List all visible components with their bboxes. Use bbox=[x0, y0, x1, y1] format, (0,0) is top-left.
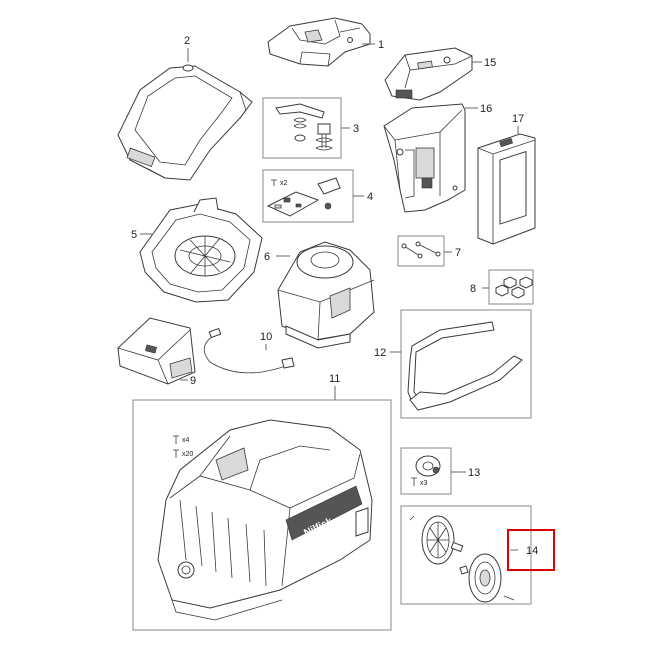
part-11-main-body[interactable]: 11 x4 x20 Nilfisk bbox=[132, 373, 392, 631]
part-13-screw-qty: x3 bbox=[420, 480, 428, 487]
part-label-16: 16 bbox=[480, 103, 492, 115]
part-1-handle-cover[interactable]: 1 bbox=[267, 17, 384, 67]
part-label-1: 1 bbox=[378, 39, 384, 51]
part-10-power-cable[interactable]: 10 bbox=[203, 327, 295, 374]
part-label-6: 6 bbox=[264, 251, 270, 263]
part-label-5: 5 bbox=[131, 229, 137, 241]
part-3-switch-assembly[interactable]: 3 bbox=[262, 97, 359, 159]
part-label-10: 10 bbox=[260, 331, 272, 343]
part-12-bumpers[interactable]: 12 bbox=[374, 309, 532, 419]
part-17-battery[interactable]: 17 bbox=[477, 113, 536, 245]
highlight-box-part-14 bbox=[507, 529, 555, 571]
part-label-11: 11 bbox=[329, 373, 340, 385]
part-label-4: 4 bbox=[367, 191, 373, 203]
part-label-8: 8 bbox=[470, 283, 476, 295]
part-11-screw-qty-b: x20 bbox=[182, 451, 193, 458]
part-14-rear-wheels[interactable] bbox=[400, 505, 532, 605]
part-9-charger[interactable]: 9 bbox=[117, 317, 196, 387]
part-label-15: 15 bbox=[484, 57, 496, 69]
part-8-nuts[interactable]: 8 bbox=[470, 269, 534, 305]
part-label-7: 7 bbox=[455, 247, 461, 259]
part-label-12: 12 bbox=[374, 347, 386, 359]
part-7-connectors[interactable]: 7 bbox=[397, 235, 461, 267]
part-4-screw-qty: x2 bbox=[280, 180, 288, 187]
part-label-2: 2 bbox=[184, 35, 190, 47]
part-label-13: 13 bbox=[468, 467, 480, 479]
part-6-motor[interactable]: 6 bbox=[264, 241, 375, 349]
part-16-handle-housing[interactable]: 16 bbox=[383, 103, 492, 213]
part-11-screw-qty-a: x4 bbox=[182, 437, 190, 444]
part-15-control-panel[interactable]: 15 bbox=[384, 47, 496, 101]
part-label-14: 14 bbox=[526, 545, 538, 557]
part-5-filter-basket[interactable]: 5 bbox=[131, 197, 263, 303]
part-label-9: 9 bbox=[190, 375, 196, 387]
part-label-17: 17 bbox=[512, 113, 524, 125]
part-13-castor[interactable]: x3 13 bbox=[400, 447, 480, 495]
part-2-top-lid[interactable]: 2 bbox=[117, 35, 253, 181]
part-label-3: 3 bbox=[353, 123, 359, 135]
part-4-circuit-board[interactable]: x2 4 bbox=[262, 169, 373, 223]
